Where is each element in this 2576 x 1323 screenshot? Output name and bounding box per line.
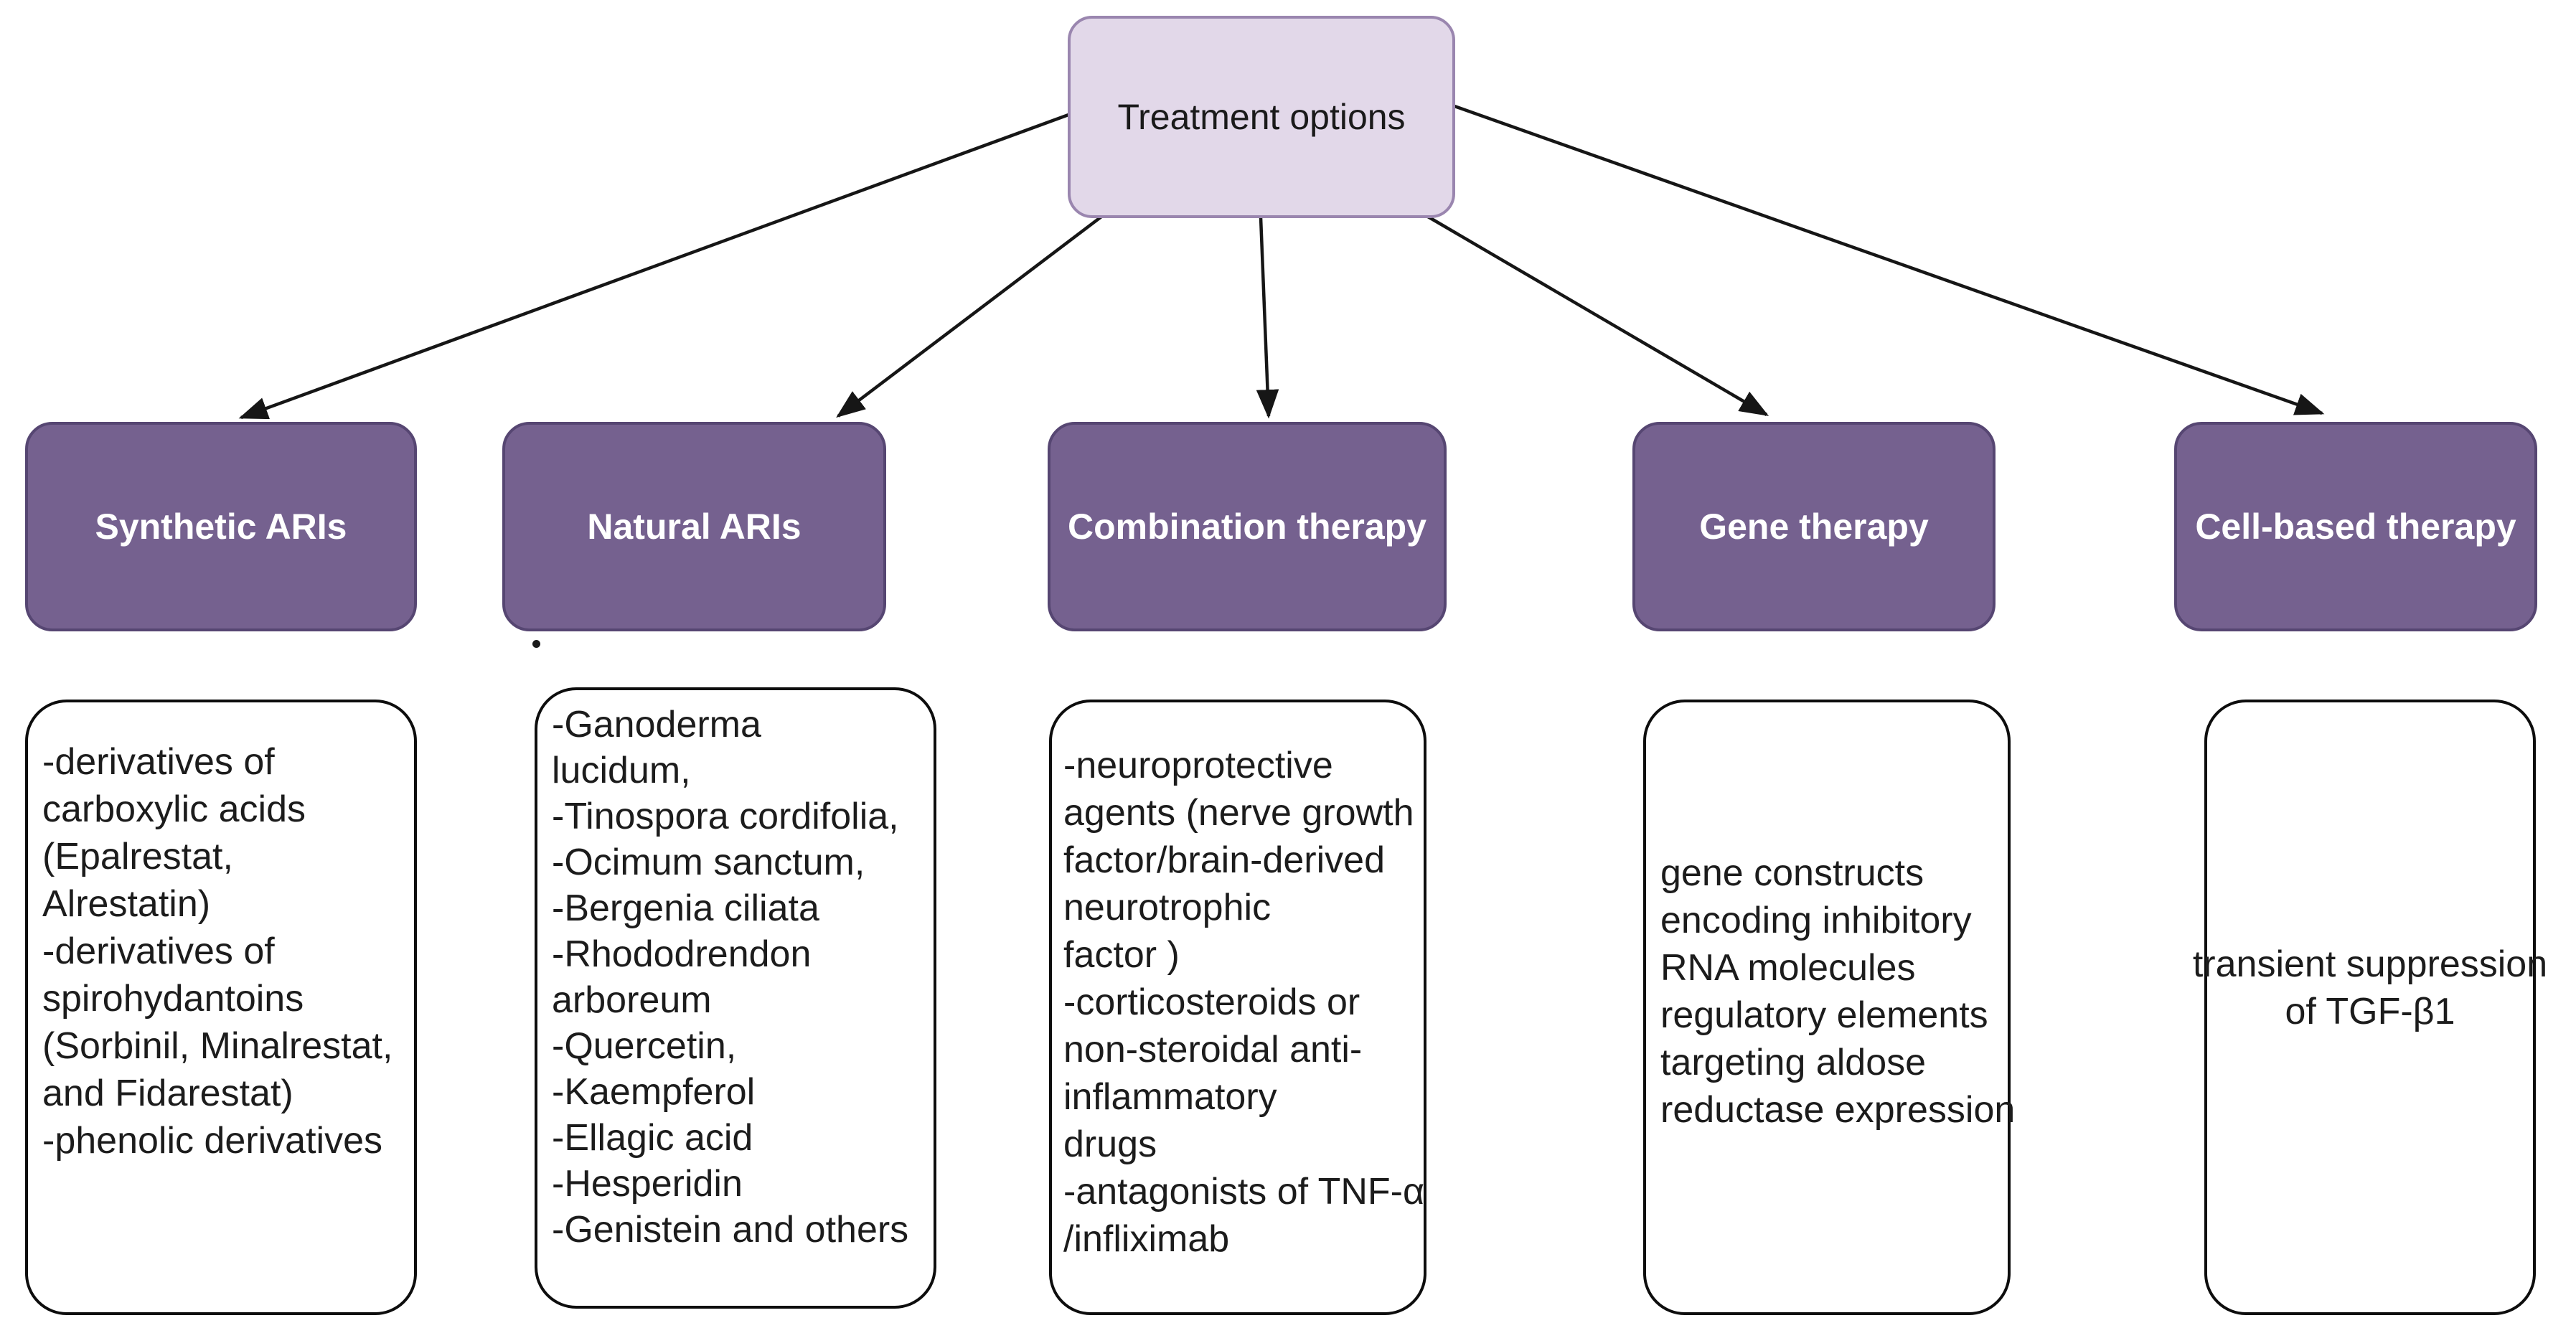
node-natural-aris: Natural ARIs (502, 422, 886, 631)
details-synthetic-aris-text: -derivatives of carboxylic acids (Epalre… (42, 741, 393, 1162)
node-combination-therapy-label: Combination therapy (1067, 507, 1427, 547)
details-cell-based-therapy: transient suppression of TGF-β1 (2193, 700, 2547, 1315)
node-cell-based-therapy: Cell-based therapy (2174, 422, 2537, 631)
details-gene-therapy-text: gene constructs encoding inhibitory RNA … (1660, 852, 2016, 1131)
details-combination-therapy: -neuroprotective agents (nerve growth fa… (1049, 700, 1426, 1315)
details-combination-therapy-text: -neuroprotective agents (nerve growth fa… (1063, 745, 1425, 1260)
node-natural-aris-label: Natural ARIs (587, 507, 802, 547)
node-synthetic-aris-label: Synthetic ARIs (95, 507, 347, 547)
node-gene-therapy-label: Gene therapy (1699, 507, 1929, 547)
arrow-to-combination-therapy (1256, 217, 1279, 419)
node-combination-therapy: Combination therapy (1048, 422, 1447, 631)
node-treatment-options-label: Treatment options (1117, 97, 1406, 137)
details-natural-aris: -Ganoderma lucidum, -Tinospora cordifoli… (535, 687, 936, 1309)
node-gene-therapy: Gene therapy (1632, 422, 1996, 631)
arrow-to-synthetic-aris (238, 113, 1069, 420)
node-cell-based-therapy-label: Cell-based therapy (2195, 507, 2516, 547)
arrow-to-cell-based-therapy (1454, 104, 2325, 415)
node-synthetic-aris: Synthetic ARIs (25, 422, 417, 631)
node-treatment-options: Treatment options (1068, 16, 1455, 218)
details-synthetic-aris: -derivatives of carboxylic acids (Epalre… (25, 700, 417, 1315)
details-natural-aris-text: -Ganoderma lucidum, -Tinospora cordifoli… (552, 704, 909, 1251)
arrow-to-gene-therapy (1426, 215, 1769, 416)
stray-mark (532, 640, 540, 648)
details-cell-based-therapy-text: transient suppression of TGF-β1 (2192, 943, 2548, 1032)
arrow-to-natural-aris (836, 215, 1103, 418)
details-gene-therapy: gene constructs encoding inhibitory RNA … (1643, 700, 2016, 1315)
